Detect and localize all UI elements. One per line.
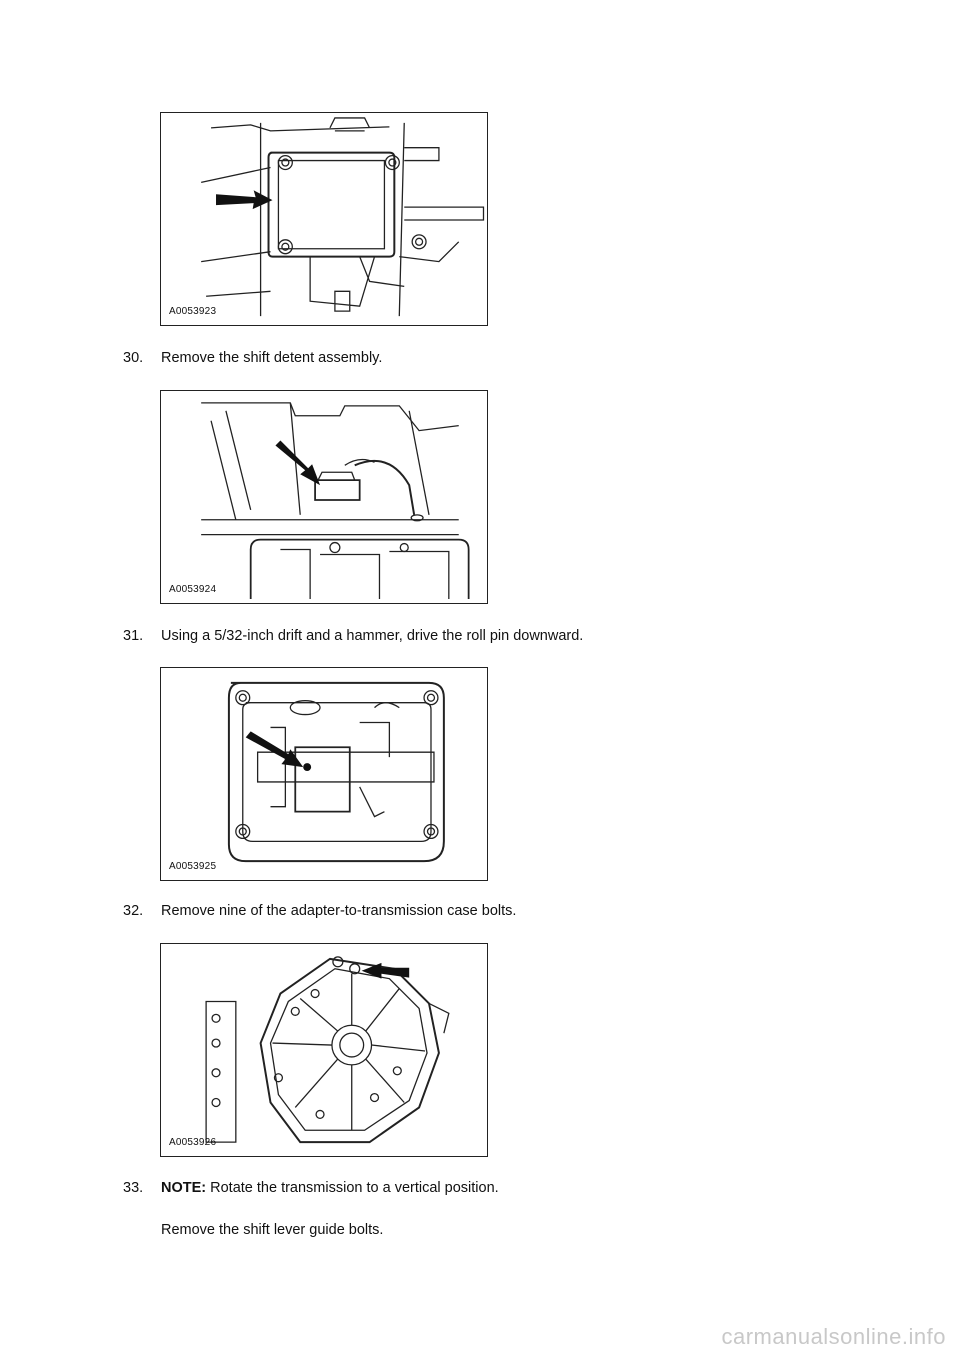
step-number: 30. — [123, 350, 144, 366]
figure-code: A0053925 — [169, 861, 217, 872]
figure-roll-pin-drawing — [227, 681, 445, 863]
step-text: Remove nine of the adapter-to-transmissi… — [161, 903, 517, 919]
figure-shift-cover: A0053923 — [160, 112, 488, 326]
figure-roll-pin: A0053925 — [160, 667, 488, 881]
figure-code: A0053923 — [169, 306, 217, 317]
step-number: 31. — [123, 628, 144, 644]
figure-adapter-bolts: A0053926 — [160, 943, 488, 1157]
step-text: Using a 5/32-inch drift and a hammer, dr… — [161, 628, 584, 644]
step-number: 33. — [123, 1180, 144, 1196]
watermark: carmanualsonline.info — [721, 1324, 946, 1349]
figure-code: A0053924 — [169, 584, 217, 595]
figure-adapter-bolts-drawing — [205, 956, 450, 1144]
step-text: Remove the shift lever guide bolts. — [161, 1222, 384, 1238]
step-note: NOTE: Rotate the transmission to a verti… — [161, 1179, 499, 1197]
step-number: 32. — [123, 903, 144, 919]
note-text: Rotate the transmission to a vertical po… — [206, 1180, 499, 1196]
figure-code: A0053926 — [169, 1137, 217, 1148]
figure-shift-detent-drawing — [201, 402, 470, 600]
figure-shift-detent: A0053924 — [160, 390, 488, 604]
note-label: NOTE: — [161, 1180, 207, 1196]
figure-shift-cover-drawing — [201, 117, 485, 317]
step-text: Remove the shift detent assembly. — [161, 350, 383, 366]
